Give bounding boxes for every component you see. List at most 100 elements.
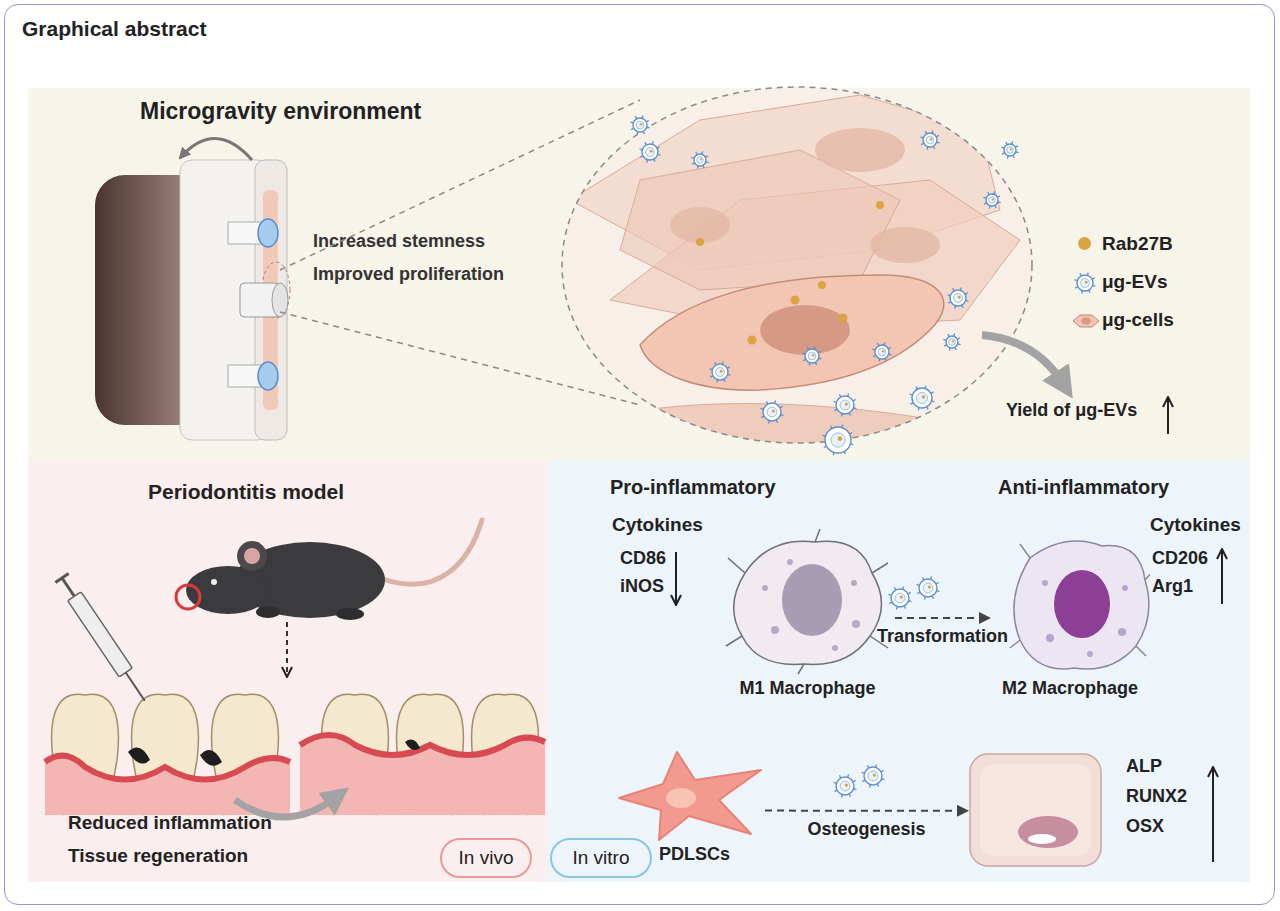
drawn-ellipse [870, 227, 940, 263]
drawing-group [562, 87, 1032, 460]
legend-text: μg-cells [1102, 309, 1174, 331]
drawn-dot [852, 620, 860, 628]
drawn-dot [636, 121, 644, 129]
drawn-dot [825, 427, 851, 453]
node-text: Increased stemness [313, 231, 485, 252]
drawn-dot [1046, 634, 1054, 642]
drawn-dot [900, 595, 903, 598]
drawn-dot [767, 407, 777, 417]
drawn-dot [831, 433, 845, 447]
drawn-shape [45, 756, 290, 815]
drawn-ellipse [272, 283, 288, 317]
drawn-ellipse [1054, 570, 1110, 638]
drawn-dot [992, 198, 994, 200]
node-text: Tissue regeneration [68, 845, 248, 867]
marker-name: CD86 [620, 548, 666, 569]
drawn-ellipse [815, 128, 905, 172]
drawn-shape [300, 735, 545, 755]
drawn-dot [949, 339, 956, 346]
drawn-dot [876, 201, 884, 209]
drawn-shape [600, 404, 960, 460]
drawn-dot [633, 118, 647, 132]
drawn-shape [726, 529, 888, 674]
drawing-group [630, 115, 1018, 797]
drawn-dot [646, 148, 655, 157]
drawn-dot [868, 771, 878, 781]
drawn-dot [694, 154, 706, 166]
cell-drawing [1072, 313, 1100, 329]
node-text: RUNX2 [1126, 786, 1187, 807]
drawn-dot [640, 123, 643, 126]
drawn-shape [180, 138, 252, 160]
drawn-dot [952, 340, 954, 342]
drawn-dot [1042, 580, 1048, 586]
cytokine-heading: Cytokines [612, 514, 703, 536]
drawn-dot [808, 352, 816, 360]
marker-name: CD206 [1152, 548, 1208, 569]
marker-name: Arg1 [1152, 576, 1193, 597]
drawn-ellipse [1018, 816, 1078, 848]
drawn-line [1212, 768, 1214, 862]
drawn-dot [700, 158, 702, 160]
node-text: M2 Macrophage [990, 678, 1150, 699]
drawn-dot [930, 138, 933, 141]
drawn-dot [845, 402, 848, 405]
drawn-dot [926, 136, 934, 144]
drawn-dot [762, 585, 768, 591]
drawn-dot [895, 593, 905, 603]
legend-text: Rab27B [1102, 233, 1173, 255]
node-text: Yield of μg-EVs [1006, 400, 1137, 421]
drawn-dot [211, 579, 217, 585]
drawn-dot [919, 579, 937, 597]
node-text: Reduced inflammation [68, 812, 272, 834]
drawn-dot [891, 589, 909, 607]
node-text: PDLSCs [659, 844, 730, 865]
drawn-dot [787, 559, 793, 565]
edge-label: Osteogenesis [807, 819, 925, 840]
drawn-ellipse [562, 87, 1032, 443]
node-text: M1 Macrophage [720, 678, 895, 699]
drawn-line [1167, 398, 1169, 434]
legend-symbol [1073, 271, 1097, 299]
drawn-dot [832, 645, 838, 651]
drawn-dot [840, 400, 850, 410]
drawn-dot [838, 436, 843, 441]
drawn-dot [1085, 281, 1088, 284]
drawn-dot [878, 348, 886, 356]
drawn-dot [836, 777, 854, 795]
node-text: OSX [1126, 816, 1164, 837]
drawn-dot [696, 238, 704, 246]
drawn-dot [840, 781, 850, 791]
drawn-dot [771, 626, 779, 634]
marker-name: iNOS [620, 576, 664, 597]
drawn-dot [1004, 144, 1016, 156]
drawn-dot [720, 370, 723, 373]
drawn-shape [45, 756, 290, 780]
legend-swatch [1078, 237, 1091, 250]
drawn-dot [845, 783, 848, 786]
drawn-dot [1122, 585, 1128, 591]
drawn-dot [237, 541, 267, 571]
node-text: ALP [1126, 756, 1162, 777]
drawn-line [62, 578, 74, 596]
drawn-ellipse [760, 305, 850, 355]
drawn-ellipse [256, 606, 280, 618]
osteoblast-cell: ALP RUNX2OSX [968, 752, 1218, 870]
drawn-dot [1077, 275, 1093, 291]
pdlsc-cell: PDLSCs [615, 748, 765, 873]
drawn-dot [650, 150, 653, 153]
drawn-dot [954, 294, 963, 303]
drawn-dot [697, 157, 704, 164]
drawn-dot [875, 345, 889, 359]
drawn-dot [1087, 651, 1093, 657]
drawn-dot [923, 583, 933, 593]
node-text: Improved proliferation [313, 264, 504, 285]
drawn-dot [176, 585, 200, 609]
drawn-dot [922, 395, 926, 399]
drawn-dot [1007, 147, 1014, 154]
drawn-ellipse [1028, 834, 1056, 844]
drawn-dot [946, 336, 958, 348]
